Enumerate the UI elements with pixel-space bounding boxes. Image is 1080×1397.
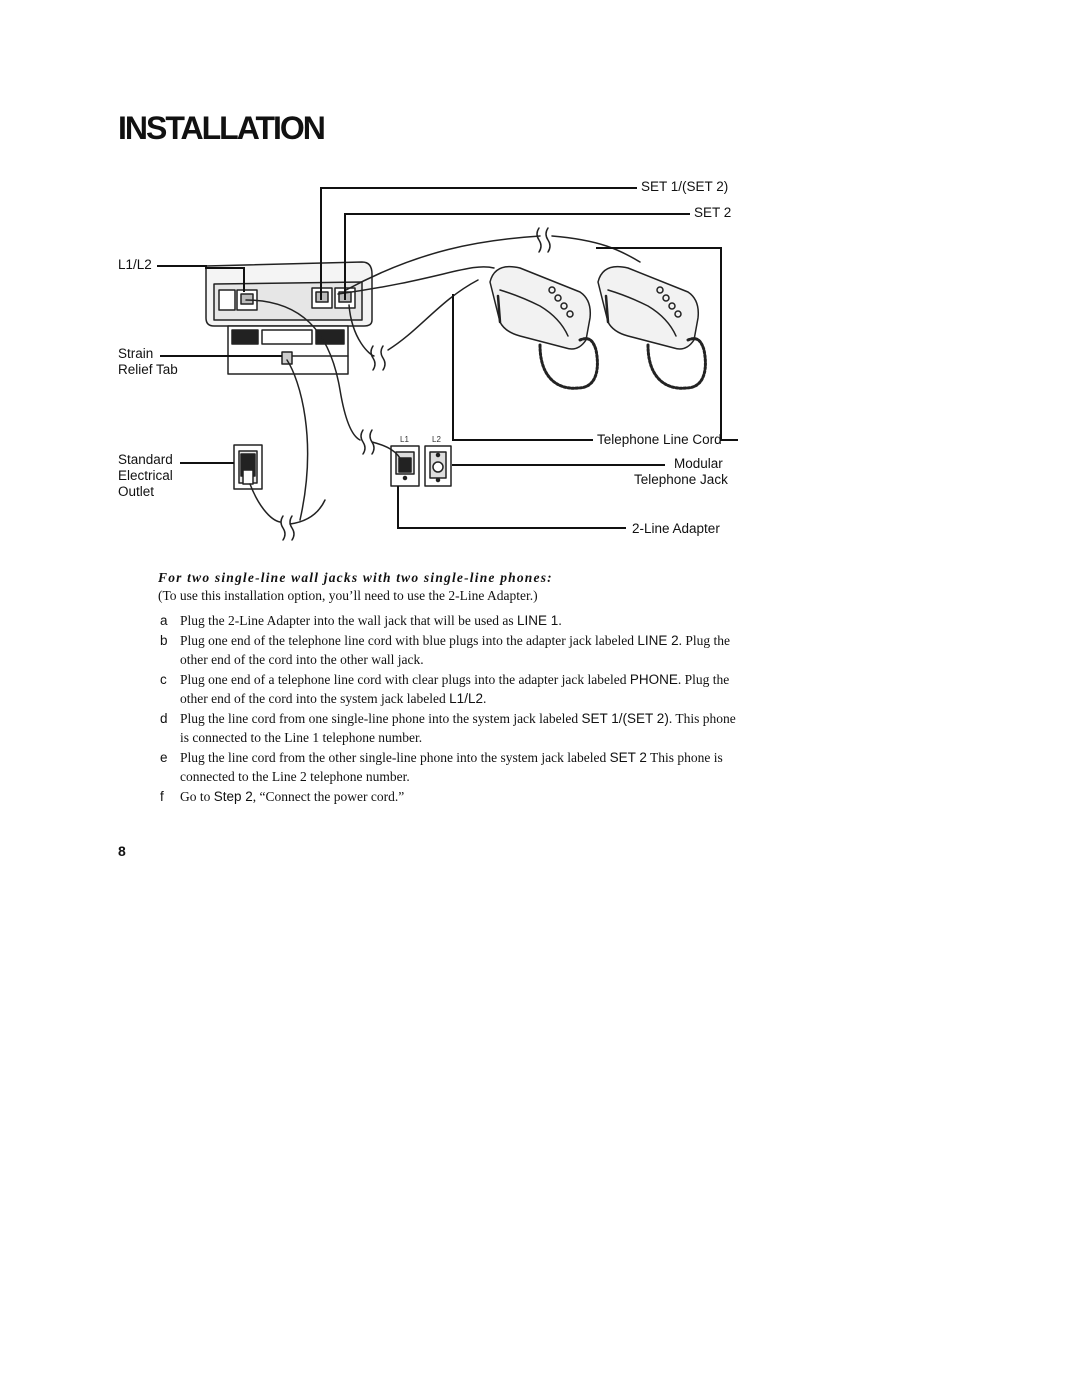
label-telephone-line-cord: Telephone Line Cord [597,432,722,447]
section-heading: For two single-line wall jacks with two … [158,570,553,585]
step-keyword: SET 1/(SET 2) [581,710,669,726]
step-keyword: SET 2 [609,749,647,765]
label-two-line-adapter: 2-Line Adapter [632,521,720,536]
page-number: 8 [118,843,126,859]
step-text: Plug the line cord from one single-line … [180,710,582,726]
step-text: . [558,613,562,628]
step-item: f Go to Step 2, “Connect the power cord.… [160,787,740,807]
step-keyword: LINE 2 [637,632,679,648]
label-standard: Standard [118,452,173,467]
wall-outlet-icon [233,444,263,490]
console-unit [205,261,373,375]
step-item: a Plug the 2-Line Adapter into the wall … [160,611,740,631]
label-telephone-jack: Telephone Jack [634,472,728,487]
label-modular: Modular [674,456,723,471]
step-text: Go to [180,788,214,804]
step-keyword: PHONE [629,671,678,687]
label-l1-l2: L1/L2 [118,257,152,272]
step-letter: c [160,671,167,687]
step-letter: b [160,632,168,648]
label-outlet: Outlet [118,484,155,499]
installation-diagram [157,187,738,541]
label-strain: Strain [118,346,154,361]
page-title: INSTALLATION [118,110,326,146]
phone-handset-icon [597,265,707,390]
section-intro: (To use this installation option, you’ll… [158,588,538,603]
label-adapter-l2: L2 [432,435,441,444]
step-letter: d [160,710,168,726]
step-item: c Plug one end of a telephone line cord … [160,670,740,709]
step-item: e Plug the line cord from the other sing… [160,748,740,787]
step-item: b Plug one end of the telephone line cor… [160,631,740,670]
two-line-adapter-icon [390,445,420,487]
step-keyword: L1/L2 [449,691,483,706]
step-letter: e [160,749,168,765]
step-text: . This phone is connected to the Line 1 … [180,710,736,746]
label-relief-tab: Relief Tab [118,362,178,377]
step-keyword: LINE 1 [517,613,559,628]
label-set1-set2: SET 1/(SET 2) [641,179,729,194]
label-electrical: Electrical [118,468,173,483]
step-text: . Plug the other end of the cord into th… [180,632,731,668]
step-text: This phone is connected to the Line 2 te… [180,749,723,785]
step-text: Plug one end of a telephone line cord wi… [180,671,630,687]
step-text: Plug the line cord from the other single… [180,749,610,765]
step-item: d Plug the line cord from one single-lin… [160,709,740,748]
step-keyword: Step 2 [213,788,253,804]
step-text: . Plug the other end of the cord into th… [180,671,730,707]
phone-handset-icon [489,265,599,390]
step-letter: f [160,788,164,804]
label-adapter-l1: L1 [400,435,409,444]
label-set2: SET 2 [694,205,732,220]
step-text: . [482,691,487,706]
step-text: Plug one end of the telephone line cord … [180,632,638,648]
step-text: Plug the 2-Line Adapter into the wall ja… [180,613,518,628]
step-letter: a [160,613,168,628]
modular-jack-icon [424,445,452,487]
step-text: , “Connect the power cord.” [252,788,405,804]
steps-list: a Plug the 2-Line Adapter into the wall … [160,611,740,806]
